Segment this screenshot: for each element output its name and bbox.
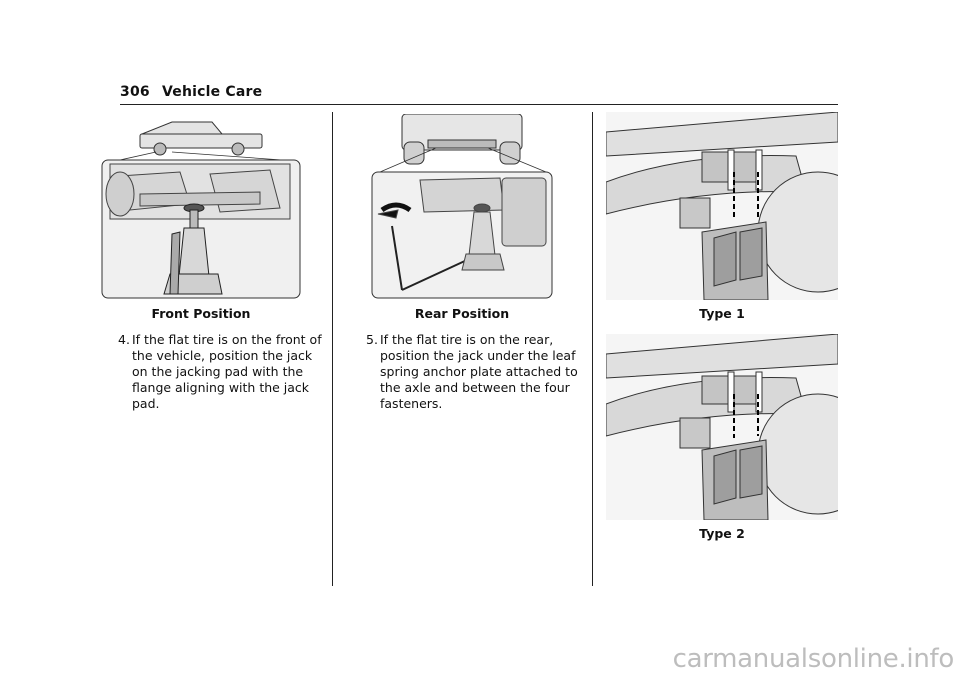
type-1-caption: Type 1 (699, 306, 745, 321)
step-5-text: If the flat tire is on the rear, positio… (380, 332, 578, 411)
type-1-figure (606, 112, 838, 300)
step-5-number: 5. (366, 332, 378, 347)
front-position-caption: Front Position (151, 306, 251, 321)
rear-position-figure (370, 114, 554, 300)
rear-position-caption: Rear Position (414, 306, 510, 321)
watermark: carmanualsonline.info (672, 644, 955, 674)
page-number: 306 (120, 84, 150, 100)
front-position-figure (100, 114, 302, 300)
step-4-number: 4. (118, 332, 130, 347)
step-4-text: If the flat tire is on the front of the … (132, 332, 322, 411)
section-title: Vehicle Care (162, 84, 263, 100)
type-2-caption: Type 2 (699, 526, 745, 541)
column-divider-left (332, 112, 333, 586)
page-header: 306 Vehicle Care (120, 84, 838, 105)
type-2-figure (606, 334, 838, 520)
column-divider-right (592, 112, 593, 586)
